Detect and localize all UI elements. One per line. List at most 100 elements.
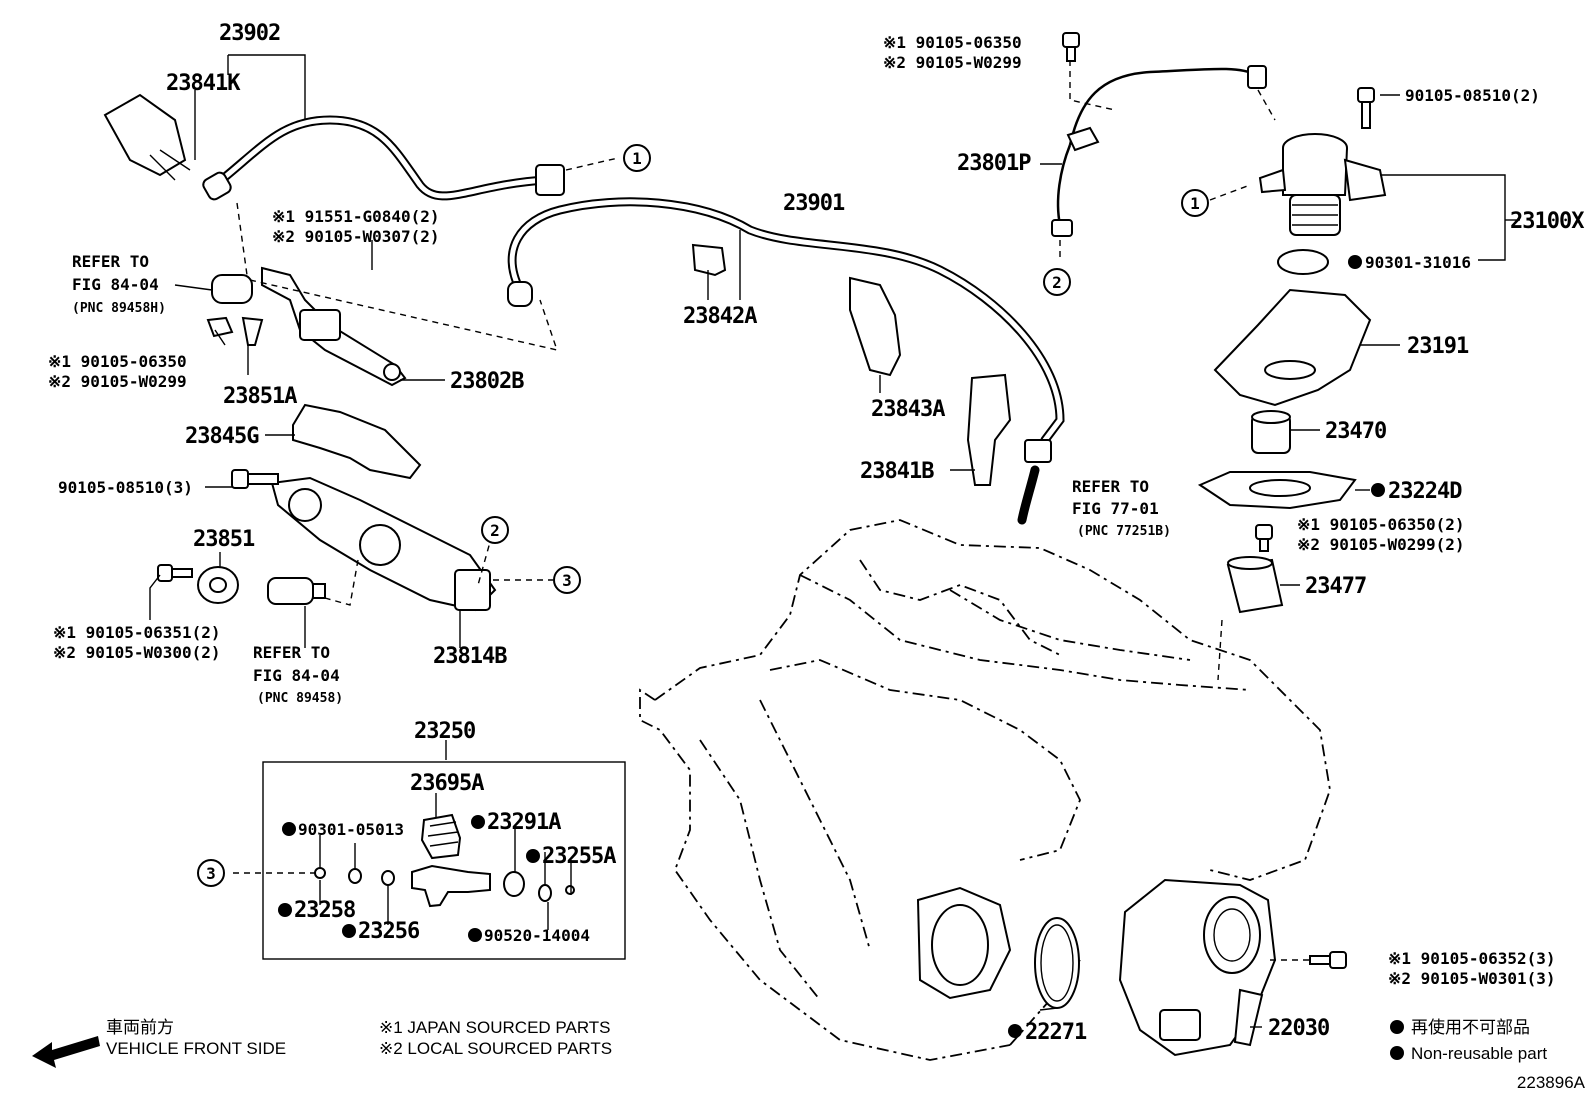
connector-23841B: [966, 373, 1012, 486]
label-23851: 23851: [193, 527, 255, 552]
label-90301-05013: 90301-05013: [298, 820, 404, 839]
legend-japan-sourced: ※1 JAPAN SOURCED PARTS: [379, 1018, 611, 1037]
label-refer-c3: (PNC 77251B): [1077, 524, 1171, 539]
label-refer-b2: FIG 84-04: [253, 666, 340, 685]
label-90105-06350-a: ※1 90105-06350: [48, 352, 187, 371]
diagram-id: 223896A: [1517, 1073, 1586, 1092]
label-90105-06351: ※1 90105-06351(2): [53, 623, 221, 642]
pipe-23801P: [1051, 65, 1267, 237]
fuel-rail-23814B: [270, 476, 497, 612]
leader-lines: [149, 54, 1520, 1028]
label-91551-G0840: ※1 91551-G0840(2): [272, 207, 440, 226]
bolt-throttle: [1309, 951, 1347, 969]
label-refer-c2: FIG 77-01: [1072, 499, 1159, 518]
label-23291A: 23291A: [487, 810, 561, 835]
label-23695A: 23695A: [410, 771, 484, 796]
non-reusable-markers: [278, 255, 1385, 1038]
label-refer-c1: REFER TO: [1072, 477, 1149, 496]
label-90105-08510-3: 90105-08510(3): [58, 478, 193, 497]
label-90520-14004: 90520-14004: [484, 926, 590, 945]
label-22271: 22271: [1025, 1020, 1087, 1045]
label-23250: 23250: [414, 719, 475, 744]
label-22030: 22030: [1268, 1016, 1329, 1041]
label-90105-06352: ※1 90105-06352(3): [1388, 949, 1556, 968]
non-reusable-bullet-icon: [1390, 1046, 1404, 1060]
throttle-flange: [916, 886, 1012, 1000]
label-23902: 23902: [219, 21, 280, 46]
callout-1-pump: 1: [1181, 189, 1209, 217]
label-90105-08510-2: 90105-08510(2): [1405, 86, 1540, 105]
label-23841K: 23841K: [166, 71, 241, 96]
callout-3-kit: 3: [197, 859, 225, 887]
legend-vehicle-front-jp: 車両前方: [106, 1018, 174, 1037]
label-90105-W0299-b: ※2 90105-W0299: [883, 53, 1022, 72]
label-90105-W0299-2: ※2 90105-W0299(2): [1297, 535, 1465, 554]
label-23100X: 23100X: [1510, 209, 1584, 234]
label-23191: 23191: [1407, 334, 1469, 359]
label-23802B: 23802B: [450, 369, 524, 394]
clamp-23842A: [691, 243, 727, 277]
connector-23841K: [103, 93, 191, 181]
svg-text:1: 1: [1190, 194, 1200, 213]
label-23255A: 23255A: [542, 844, 616, 869]
label-90105-06350-b: ※1 90105-06350: [883, 33, 1022, 52]
callout-1-upper: 1: [623, 144, 651, 172]
label-23841B: 23841B: [860, 459, 934, 484]
callout-2-rail: 2: [481, 516, 509, 544]
label-90105-W0301: ※2 90105-W0301(3): [1388, 969, 1556, 988]
legend-local-sourced: ※2 LOCAL SOURCED PARTS: [379, 1039, 612, 1058]
label-refer-b1: REFER TO: [253, 643, 330, 662]
injector-parts: [314, 813, 575, 908]
label-23901: 23901: [783, 191, 845, 216]
vehicle-front-arrow-icon: [32, 1036, 100, 1068]
pump-23100X: [1258, 87, 1387, 236]
label-23256: 23256: [358, 919, 420, 944]
svg-text:3: 3: [206, 864, 216, 883]
seal-23851: [157, 564, 239, 604]
hose-23902: [202, 115, 565, 201]
legend-vehicle-front-en: VEHICLE FRONT SIDE: [106, 1039, 286, 1058]
label-90105-06350-2: ※1 90105-06350(2): [1297, 515, 1465, 534]
label-90105-W0307: ※2 90105-W0307(2): [272, 227, 440, 246]
part-labels: 23902 23841K ※1 91551-G0840(2) ※2 90105-…: [48, 21, 1585, 1045]
label-23843A: 23843A: [871, 397, 945, 422]
sleeve-23470: [1251, 410, 1291, 454]
label-23801P: 23801P: [957, 151, 1031, 176]
callout-3-rail: 3: [553, 566, 581, 594]
label-refer-a1: REFER TO: [72, 252, 149, 271]
label-23842A: 23842A: [683, 304, 757, 329]
injector-kit-frame: [262, 761, 626, 960]
callout-2-pipe: 2: [1043, 268, 1071, 296]
oring-90301-31016: [1277, 249, 1329, 275]
bolt-left: [231, 469, 279, 489]
label-90105-W0300: ※2 90105-W0300(2): [53, 643, 221, 662]
bolt-23477: [1255, 524, 1273, 552]
legend-non-reusable-jp: 再使用不可部品: [1411, 1017, 1530, 1037]
legend-non-reusable-en: Non-reusable part: [1411, 1044, 1547, 1063]
gasket-23224D: [1197, 471, 1357, 510]
label-23477: 23477: [1305, 574, 1366, 599]
bracket-23191: [1213, 288, 1372, 407]
svg-text:3: 3: [562, 571, 572, 590]
label-23851A: 23851A: [223, 384, 297, 409]
label-23845G: 23845G: [185, 424, 259, 449]
cover-23845G: [292, 403, 422, 480]
non-reusable-bullet-icon: [1390, 1020, 1404, 1034]
label-refer-a3: (PNC 89458H): [72, 301, 166, 316]
sensor-89458H: [206, 274, 264, 346]
label-90105-W0299-a: ※2 90105-W0299: [48, 372, 187, 391]
label-23814B: 23814B: [433, 644, 507, 669]
svg-text:1: 1: [632, 149, 642, 168]
label-23224D: 23224D: [1388, 479, 1462, 504]
clamp-23843A: [849, 276, 902, 377]
label-23470: 23470: [1325, 419, 1386, 444]
throttle-body-22030: [1118, 878, 1277, 1057]
hose-23901: [507, 197, 1065, 525]
sensor-89458: [267, 577, 326, 605]
label-refer-a2: FIG 84-04: [72, 275, 159, 294]
dashed-leaders: [233, 60, 1310, 961]
lifter-23477: [1226, 556, 1284, 614]
label-23258: 23258: [294, 898, 355, 923]
